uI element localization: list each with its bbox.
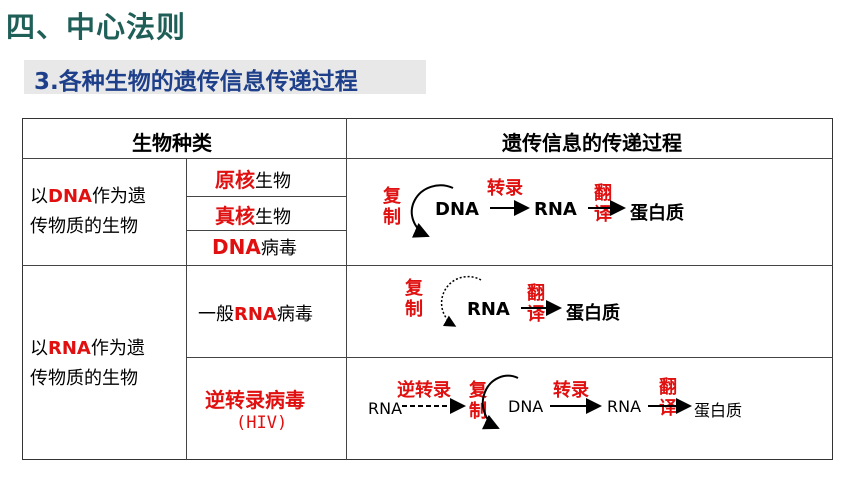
flow3-rna-start: RNA <box>368 399 403 418</box>
flow1-transcribe-label: 转录 <box>487 178 523 199</box>
organism-rna-virus-suffix: 病毒 <box>276 304 313 325</box>
flow1-replicate-label: 复 制 <box>383 186 403 228</box>
group2-prefix: 以 <box>30 338 48 359</box>
group-divider <box>22 265 833 266</box>
flow2-replicate-label: 复 制 <box>405 278 425 320</box>
group1-suffix: 作为遗 <box>91 186 146 207</box>
flow3-reverse-label: 逆转录 <box>397 380 451 401</box>
transfer-table <box>22 118 833 460</box>
group2-line2: 传物质的生物 <box>30 368 138 389</box>
flow2-translate-label: 翻 译 <box>527 283 547 325</box>
group1-prefix: 以 <box>30 186 48 207</box>
row-divider-2 <box>186 230 347 231</box>
flow1-translate-char2: 译 <box>594 204 612 225</box>
flow3-translate-label: 翻 译 <box>659 377 679 419</box>
flow3-translate-char2: 译 <box>659 398 677 419</box>
flow3-dna: DNA <box>508 397 544 416</box>
flow3-transcribe-label: 转录 <box>553 380 589 401</box>
col-divider-sub <box>186 158 187 460</box>
flow2-rna: RNA <box>467 299 510 320</box>
group1-highlight: DNA <box>48 186 92 207</box>
row-divider-3 <box>186 357 833 358</box>
organism-eukaryote-highlight: 真核 <box>215 204 255 228</box>
organism-prokaryote: 原核生物 <box>215 164 291 193</box>
section-subtitle: 3.各种生物的遗传信息传递过程 <box>34 69 358 95</box>
group2-highlight: RNA <box>48 338 91 359</box>
row-divider-1 <box>186 196 347 197</box>
flow3-replicate-cycle-icon <box>481 374 519 430</box>
flow1-dna: DNA <box>435 199 479 220</box>
flow2-protein: 蛋白质 <box>566 303 620 324</box>
flow3-rna: RNA <box>607 397 642 416</box>
flow1-translate-char1: 翻 <box>594 183 612 204</box>
flow1-replicate-char2: 制 <box>383 207 401 228</box>
group2-suffix: 作为遗 <box>90 338 145 359</box>
organism-dna-virus-suffix: 病毒 <box>260 238 297 259</box>
flow1-protein: 蛋白质 <box>630 203 684 224</box>
flow2-replicate-char1: 复 <box>405 278 423 299</box>
organism-dna-virus-highlight: DNA <box>212 235 261 259</box>
organism-eukaryote-suffix: 生物 <box>255 207 291 228</box>
flow1-translate-label: 翻 译 <box>594 183 614 225</box>
group1-line2: 传物质的生物 <box>30 216 138 237</box>
flow2-translate-char1: 翻 <box>527 283 545 304</box>
flow3-replicate-char1: 复 <box>469 380 487 401</box>
flow1-rna: RNA <box>534 199 577 220</box>
flow1-replicate-cycle-icon <box>410 184 454 238</box>
organism-dna-virus: DNA病毒 <box>212 234 297 260</box>
group2-category: 以RNA作为遗 传物质的生物 <box>30 334 145 394</box>
group1-category: 以DNA作为遗 传物质的生物 <box>30 182 146 242</box>
organism-retrovirus-hiv: (HIV) <box>236 413 288 433</box>
page-heading: 四、中心法则 <box>6 10 187 44</box>
subtitle-bar <box>24 60 426 94</box>
flow2-replicate-cycle-icon <box>440 275 482 327</box>
organism-eukaryote: 真核生物 <box>215 200 291 229</box>
flow3-protein: 蛋白质 <box>694 401 743 420</box>
header-organism-type: 生物种类 <box>132 131 212 155</box>
header-divider <box>22 158 833 159</box>
organism-rna-virus-prefix: 一般 <box>198 304 234 325</box>
col-divider-main <box>346 118 347 460</box>
organism-rna-virus-highlight: RNA <box>234 304 277 325</box>
flow2-replicate-char2: 制 <box>405 299 423 320</box>
organism-prokaryote-highlight: 原核 <box>215 168 255 192</box>
flow3-translate-char1: 翻 <box>659 377 677 398</box>
flow2-translate-char2: 译 <box>527 304 545 325</box>
organism-prokaryote-suffix: 生物 <box>255 171 291 192</box>
header-transfer-process: 遗传信息的传递过程 <box>502 131 682 155</box>
flow1-replicate-char1: 复 <box>383 186 401 207</box>
organism-retrovirus: 逆转录病毒 <box>205 388 305 412</box>
organism-rna-virus: 一般RNA病毒 <box>198 300 313 326</box>
